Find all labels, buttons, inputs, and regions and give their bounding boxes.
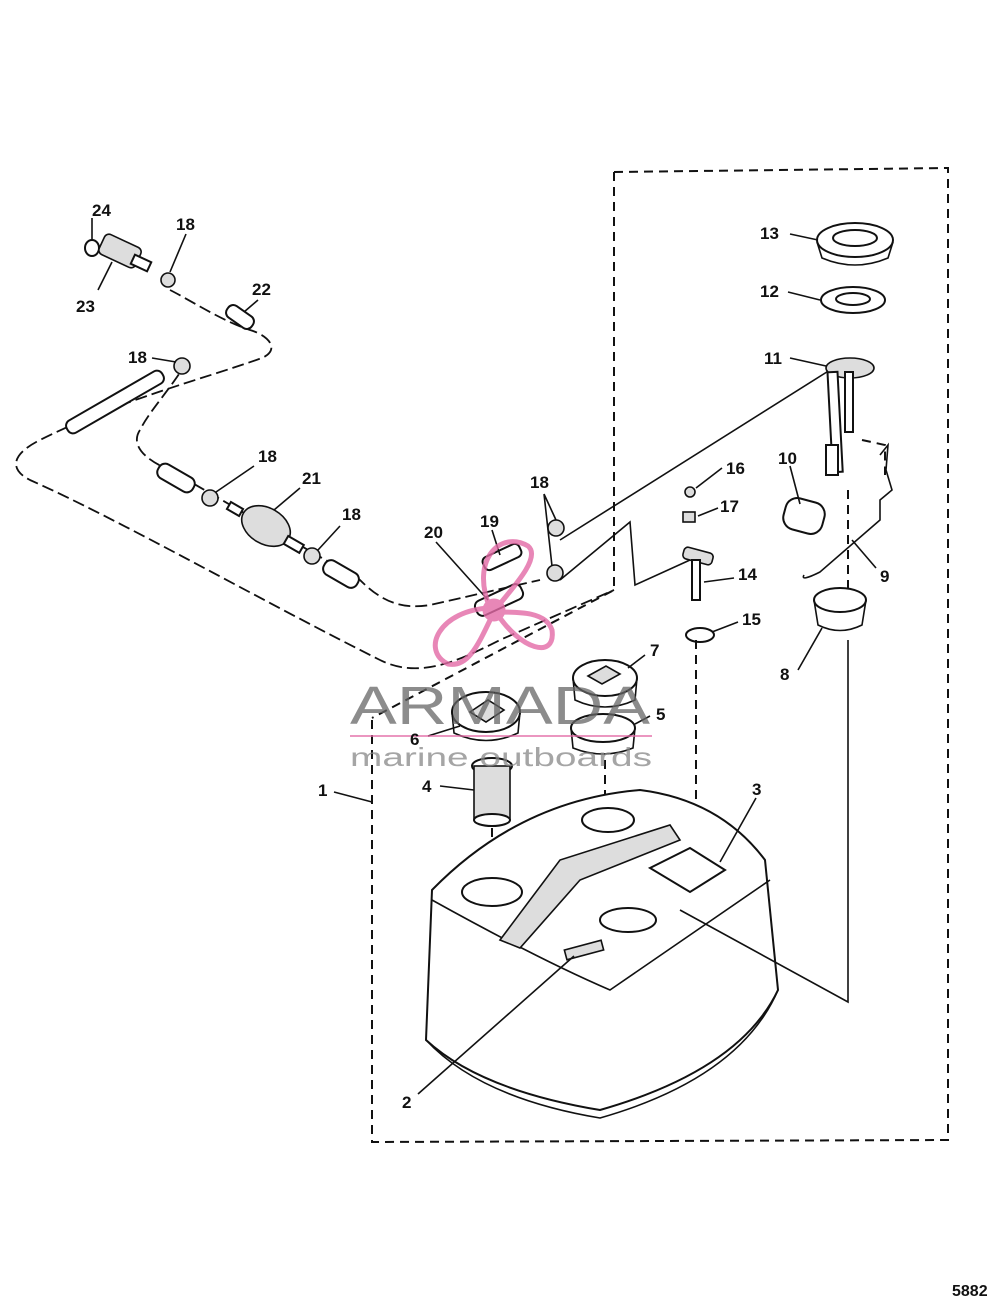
callout-18-primer-out: 18 <box>342 505 361 524</box>
gasket-15 <box>685 627 715 643</box>
callout-23: 23 <box>76 297 95 316</box>
screw-16 <box>684 486 696 498</box>
filter-4 <box>471 757 513 827</box>
figure-number: 5882 <box>952 1283 988 1300</box>
callout-5: 5 <box>656 705 665 724</box>
gasket-12 <box>820 286 886 314</box>
clamp-18-tank-lower <box>546 564 564 582</box>
clamp-18-tank-upper <box>547 519 565 537</box>
pickup-leader-dash <box>847 439 886 590</box>
callout-6: 6 <box>410 730 419 749</box>
callout-16: 16 <box>726 459 745 478</box>
tank-leader-line <box>679 640 849 1004</box>
callout-10: 10 <box>778 449 797 468</box>
hose-to-fitting-14 <box>559 520 691 587</box>
collar-8 <box>813 587 867 632</box>
hose-piece-mid <box>156 462 196 494</box>
callout-14: 14 <box>738 565 757 584</box>
callout-4: 4 <box>422 777 432 796</box>
clamp-18-primer-in <box>201 489 219 507</box>
callout-15: 15 <box>742 610 761 629</box>
callout-1: 1 <box>318 781 327 800</box>
spring-17 <box>682 511 696 523</box>
fuel-hose-line <box>15 289 615 670</box>
callout-3: 3 <box>752 780 761 799</box>
connector-23 <box>98 233 153 273</box>
cap-7 <box>572 659 638 708</box>
vent-screw-14 <box>682 546 714 601</box>
assembly-boundary <box>371 166 949 1144</box>
callout-7: 7 <box>650 641 659 660</box>
filter-leader-dash <box>491 760 606 880</box>
o-ring-24 <box>84 239 100 257</box>
callout-8: 8 <box>780 665 789 684</box>
callout-11: 11 <box>764 349 782 368</box>
cap-6 <box>451 691 521 742</box>
hose-piece-after-primer <box>322 559 360 589</box>
clamp-18-second <box>173 357 191 375</box>
float-10 <box>782 497 826 535</box>
callout-19: 19 <box>480 512 499 531</box>
watermark-tagline: marine outboards <box>350 742 652 772</box>
callout-17: 17 <box>720 497 739 516</box>
float-arm-9 <box>802 442 893 579</box>
propeller-logo-icon <box>432 539 555 667</box>
callout-21: 21 <box>302 469 321 488</box>
callout-9: 9 <box>880 567 889 586</box>
callout-24: 24 <box>92 201 111 220</box>
callout-18-primer-in: 18 <box>258 447 277 466</box>
callout-12: 12 <box>760 282 779 301</box>
callout-18-top: 18 <box>176 215 195 234</box>
callout-2: 2 <box>402 1093 411 1112</box>
hose-piece-long <box>65 369 165 435</box>
armada-watermark: ARMADA marine outboards <box>350 539 652 772</box>
fuel-pickup-11 <box>825 357 875 476</box>
callout-20: 20 <box>424 523 443 542</box>
ring-13 <box>816 222 894 266</box>
hose-to-fitting-11 <box>559 369 831 541</box>
callout-22: 22 <box>252 280 271 299</box>
clamp-18-primer-out <box>303 547 321 565</box>
callout-13: 13 <box>760 224 779 243</box>
watermark-brand: ARMADA <box>350 676 650 736</box>
clamp-18-top <box>160 272 176 288</box>
leader-lines <box>91 218 877 1095</box>
fuel-tank-1 <box>424 788 780 1119</box>
primer-bulb-21 <box>225 500 306 555</box>
callout-18-tank: 18 <box>530 473 549 492</box>
callout-18-second: 18 <box>128 348 147 367</box>
